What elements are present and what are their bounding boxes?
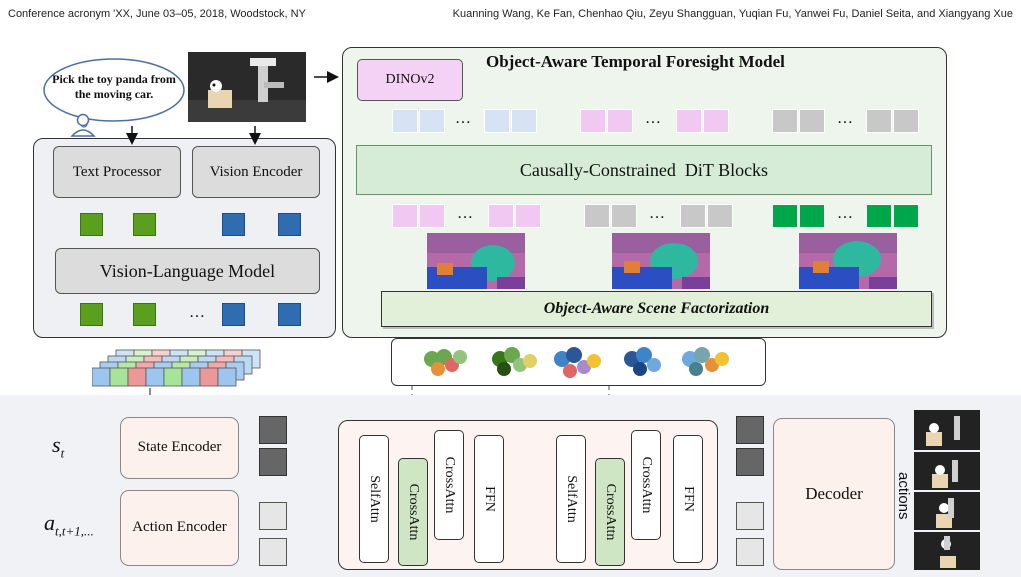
dit-blocks: Causally-Constrained DiT Blocks bbox=[356, 145, 932, 195]
object-slots-panel bbox=[391, 338, 766, 386]
output-state-token bbox=[736, 448, 764, 476]
action-token bbox=[259, 538, 287, 566]
lavender-token bbox=[488, 204, 514, 228]
lavender-token bbox=[515, 204, 541, 228]
lavender-token bbox=[419, 204, 445, 228]
ellipsis: … bbox=[455, 110, 471, 127]
action-frame-image bbox=[914, 410, 980, 450]
vision-token bbox=[222, 213, 245, 236]
output-action-token bbox=[736, 502, 764, 530]
green-token bbox=[893, 204, 919, 228]
text-output-token bbox=[133, 303, 156, 326]
gray-token bbox=[611, 204, 637, 228]
text-token bbox=[80, 213, 103, 236]
lavender-token bbox=[580, 109, 606, 133]
text-processor-box: Text Processor bbox=[53, 146, 181, 198]
multimodal-token-stack bbox=[92, 349, 261, 387]
crossattn-block-object: CrossAttn bbox=[595, 458, 625, 566]
state-symbol: st bbox=[52, 432, 65, 461]
gray-token bbox=[772, 109, 798, 133]
action-frame-image bbox=[914, 532, 980, 570]
selfattn-block: SelfAttn bbox=[359, 435, 389, 563]
lavender-token bbox=[607, 109, 633, 133]
foresight-title: Object-Aware Temporal Foresight Model bbox=[486, 52, 785, 71]
lavender-token bbox=[392, 204, 418, 228]
gray-token bbox=[707, 204, 733, 228]
object-slot-blobs bbox=[424, 347, 729, 378]
ellipsis: … bbox=[837, 110, 853, 127]
output-state-token bbox=[736, 416, 764, 444]
ellipsis: … bbox=[649, 205, 665, 222]
ellipsis: … bbox=[837, 205, 853, 222]
ffn-block: FFN bbox=[673, 435, 703, 563]
crossattn-block-vlm: CrossAttn bbox=[631, 430, 661, 540]
vision-language-model-box: Vision-Language Model bbox=[55, 248, 320, 294]
transformer-panel bbox=[338, 420, 718, 570]
green-token bbox=[772, 204, 798, 228]
text-output-token bbox=[80, 303, 103, 326]
crossattn-block-vlm: CrossAttn bbox=[434, 430, 464, 540]
selfattn-block: SelfAttn bbox=[556, 435, 586, 563]
action-encoder-box: Action Encoder bbox=[120, 490, 239, 566]
crossattn-block-object: CrossAttn bbox=[398, 458, 428, 566]
gray-token bbox=[866, 109, 892, 133]
gray-token bbox=[799, 109, 825, 133]
header-left: Conference acronym 'XX, June 03–05, 2018… bbox=[8, 8, 306, 20]
header-right: Kuanning Wang, Ke Fan, Chenhao Qiu, Zeyu… bbox=[452, 8, 1013, 20]
green-token bbox=[866, 204, 892, 228]
dinov2-box: DINOv2 bbox=[357, 59, 463, 101]
vision-output-token bbox=[222, 303, 245, 326]
decoder-box: Decoder bbox=[773, 418, 895, 570]
robot-scene-image bbox=[188, 52, 306, 122]
text-token bbox=[133, 213, 156, 236]
vision-token bbox=[278, 213, 301, 236]
segmentation-frame bbox=[612, 233, 710, 289]
ellipsis: … bbox=[645, 110, 661, 127]
light-blue-token bbox=[419, 109, 445, 133]
ellipsis: … bbox=[457, 205, 473, 222]
state-token bbox=[259, 448, 287, 476]
action-symbol: at,t+1,... bbox=[44, 510, 94, 539]
gray-token bbox=[893, 109, 919, 133]
vision-encoder-box: Vision Encoder bbox=[192, 146, 320, 198]
action-frame-image bbox=[914, 492, 980, 530]
segmentation-frame bbox=[427, 233, 525, 289]
user-icon bbox=[70, 113, 96, 137]
segmentation-frame bbox=[799, 233, 897, 289]
state-encoder-box: State Encoder bbox=[120, 417, 239, 479]
light-blue-token bbox=[511, 109, 537, 133]
ffn-block: FFN bbox=[474, 435, 504, 563]
green-token bbox=[799, 204, 825, 228]
ellipsis: … bbox=[189, 304, 205, 321]
state-token bbox=[259, 416, 287, 444]
lavender-token bbox=[676, 109, 702, 133]
action-frame-image bbox=[914, 452, 980, 490]
output-action-token bbox=[736, 538, 764, 566]
light-blue-token bbox=[484, 109, 510, 133]
vision-output-token bbox=[278, 303, 301, 326]
scene-factorization-bar: Object-Aware Scene Factorization bbox=[381, 291, 932, 327]
action-token bbox=[259, 502, 287, 530]
gray-token bbox=[584, 204, 610, 228]
lavender-token bbox=[703, 109, 729, 133]
speech-text: Pick the toy panda from the moving car. bbox=[52, 72, 176, 101]
gray-token bbox=[680, 204, 706, 228]
light-blue-token bbox=[392, 109, 418, 133]
actions-label: actions bbox=[895, 472, 912, 520]
